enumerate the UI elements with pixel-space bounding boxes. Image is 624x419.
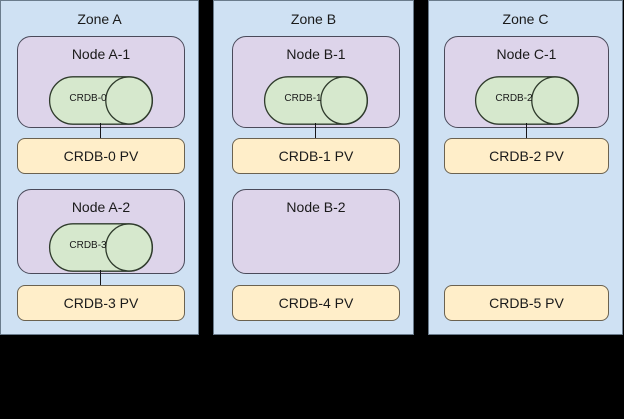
pv-crdb-1[interactable]: CRDB-1 PV — [232, 138, 400, 174]
pv-crdb-5-label: CRDB-5 PV — [489, 295, 564, 311]
connector-crdb-1 — [315, 123, 316, 139]
pv-crdb-2[interactable]: CRDB-2 PV — [444, 138, 609, 174]
zone-a[interactable]: Zone A Node A-1 CRDB-0 CRDB-0 PV Node A-… — [0, 0, 199, 335]
pv-crdb-4[interactable]: CRDB-4 PV — [232, 285, 400, 321]
connector-crdb-0 — [100, 123, 101, 139]
zone-c[interactable]: Zone C Node C-1 CRDB-2 CRDB-2 PV CRDB-5 … — [428, 0, 623, 335]
pv-crdb-1-label: CRDB-1 PV — [278, 148, 354, 164]
node-b-2-title: Node B-2 — [286, 199, 346, 215]
node-c-1[interactable]: Node C-1 CRDB-2 — [444, 36, 609, 128]
connector-crdb-3 — [100, 270, 101, 286]
pv-crdb-2-label: CRDB-2 PV — [489, 148, 564, 164]
pv-crdb-0[interactable]: CRDB-0 PV — [17, 138, 185, 174]
pod-crdb-2-label: CRDB-2 — [495, 93, 533, 104]
node-b-2[interactable]: Node B-2 — [232, 189, 400, 274]
pod-crdb-1[interactable]: CRDB-1 — [264, 76, 368, 125]
connector-crdb-2 — [526, 123, 527, 139]
node-a-2-title: Node A-2 — [71, 199, 131, 215]
pv-crdb-0-label: CRDB-0 PV — [63, 148, 139, 164]
node-b-1-title: Node B-1 — [286, 46, 346, 62]
node-c-1-title: Node C-1 — [496, 46, 557, 62]
pv-crdb-3-label: CRDB-3 PV — [63, 295, 139, 311]
node-b-1[interactable]: Node B-1 CRDB-1 — [232, 36, 400, 128]
pv-crdb-4-label: CRDB-4 PV — [278, 295, 354, 311]
zone-b-title: Zone B — [290, 11, 337, 27]
pod-crdb-0[interactable]: CRDB-0 — [49, 76, 153, 125]
pv-crdb-5[interactable]: CRDB-5 PV — [444, 285, 609, 321]
zone-c-title: Zone C — [502, 11, 549, 27]
pod-crdb-2[interactable]: CRDB-2 — [475, 76, 579, 125]
pod-crdb-1-label: CRDB-1 — [284, 93, 322, 104]
node-a-2[interactable]: Node A-2 CRDB-3 — [17, 189, 185, 274]
pv-crdb-3[interactable]: CRDB-3 PV — [17, 285, 185, 321]
node-a-1-title: Node A-1 — [71, 46, 131, 62]
pod-crdb-3-label: CRDB-3 — [69, 240, 107, 251]
pod-crdb-3[interactable]: CRDB-3 — [49, 223, 153, 272]
node-a-1[interactable]: Node A-1 CRDB-0 — [17, 36, 185, 128]
zone-b[interactable]: Zone B Node B-1 CRDB-1 CRDB-1 PV Node B-… — [213, 0, 414, 335]
pod-crdb-0-label: CRDB-0 — [69, 93, 107, 104]
zone-a-title: Zone A — [77, 11, 122, 27]
